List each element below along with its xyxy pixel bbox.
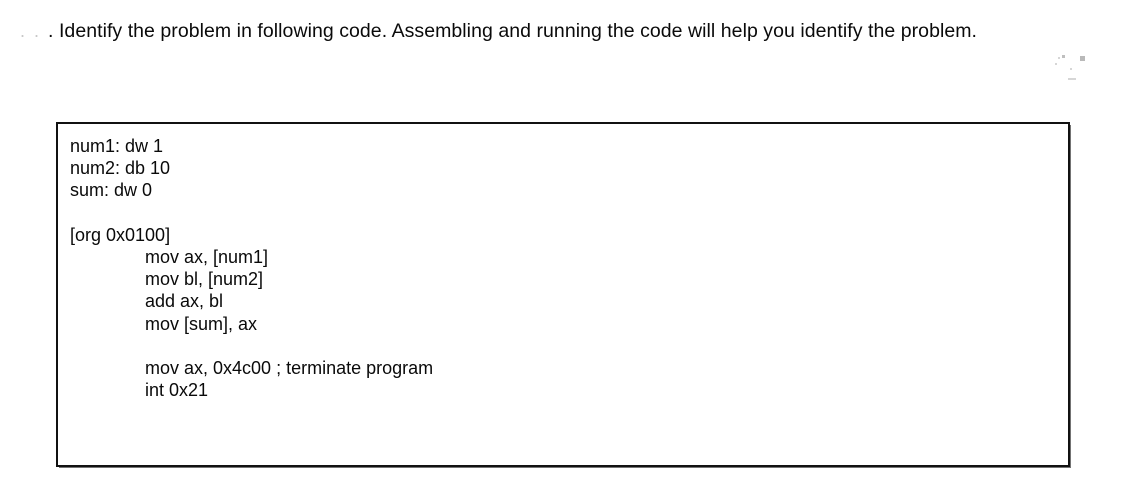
code-line: mov [sum], ax	[145, 313, 258, 334]
scan-noise-artifact-icon	[1054, 54, 1092, 88]
code-line-blank	[70, 335, 433, 357]
code-line-blank	[70, 202, 433, 224]
question-prompt-text: . . . Identify the problem in following …	[20, 17, 1080, 46]
code-line: [org 0x0100]	[70, 224, 171, 245]
code-line: num1: dw 1	[70, 136, 164, 156]
question-leading-marks: . .	[20, 21, 49, 41]
code-line: sum: dw 0	[70, 180, 153, 201]
code-line: mov ax, 0x4c00 ; terminate program	[145, 357, 434, 378]
code-line: int 0x21	[145, 380, 209, 401]
code-line: add ax, bl	[145, 291, 224, 312]
code-line: mov ax, [num1]	[145, 246, 269, 267]
question-body: . Identify the problem in following code…	[48, 20, 978, 42]
code-line: mov bl, [num2]	[145, 269, 264, 290]
code-line: num2: db 10	[70, 158, 171, 179]
